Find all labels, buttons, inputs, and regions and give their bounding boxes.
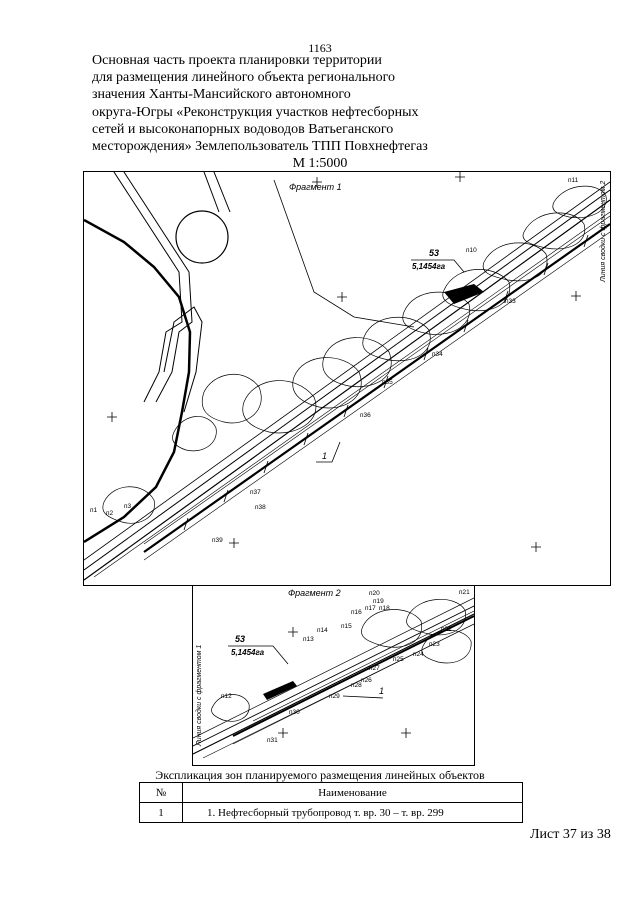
map-fragment-1: Фрагмент 1 53 5,1454га 1 Линия сводки с …	[83, 171, 611, 586]
point-label: п18	[379, 605, 390, 612]
zone-number: 53	[429, 248, 439, 258]
point-label: п25	[393, 656, 404, 663]
point-label: п29	[329, 693, 340, 700]
zone-leader-label: 1	[322, 451, 327, 461]
point-label: п21	[459, 589, 470, 596]
zone-leader-label: 1	[379, 686, 384, 696]
point-label: п20	[369, 590, 380, 597]
pipeline-route	[232, 615, 474, 737]
point-label: п10	[466, 247, 477, 254]
fragment-1-title: Фрагмент 1	[289, 182, 342, 192]
point-label: п38	[255, 504, 266, 511]
zone-number: 53	[235, 634, 245, 644]
point-label: п3	[124, 503, 132, 510]
point-label: п27	[369, 665, 380, 672]
point-label: п22	[441, 626, 452, 633]
point-label: п19	[373, 598, 384, 605]
title-line: значения Ханты-Мансийского автономного	[92, 87, 351, 103]
table-header-row: № Наименование	[139, 782, 523, 803]
column-header: №	[139, 782, 183, 803]
point-label: п11	[568, 177, 579, 184]
point-label: п37	[250, 489, 261, 496]
row-number: 1	[139, 802, 183, 823]
point-label: п28	[351, 682, 362, 689]
point-label: п12	[221, 693, 232, 700]
point-label: п30	[289, 709, 300, 716]
page-number: 1163	[308, 41, 332, 55]
explication-table: № Наименование 1 1. Нефтесборный трубопр…	[139, 782, 523, 823]
document-title: Основная часть проекта планировки террит…	[92, 52, 472, 155]
fragment-2-side-note: Линия сводки с фрагментом 1	[195, 645, 203, 747]
point-label: п15	[341, 623, 352, 630]
title-line: Основная часть проекта планировки террит…	[92, 53, 382, 68]
zone-area: 5,1454га	[412, 262, 446, 271]
explication-title: Экспликация зон планируемого размещения …	[155, 768, 485, 782]
point-label: п34	[432, 351, 443, 358]
map-scale: М 1:5000	[292, 156, 348, 171]
point-label: п23	[429, 641, 440, 648]
table-row: 1 1. Нефтесборный трубопровод т. вр. 30 …	[139, 802, 523, 823]
point-label: п36	[360, 412, 371, 419]
point-label: п16	[351, 609, 362, 616]
point-label: п24	[413, 651, 424, 658]
title-line: округа-Югры «Реконструкция участков нефт…	[92, 104, 419, 120]
point-label: п31	[267, 737, 278, 744]
map-fragment-2: Фрагмент 2 53 5,1454га 1 Линия сводки с …	[192, 585, 475, 766]
sheet-number: Лист 37 из 38	[530, 827, 611, 842]
title-line: сетей и высоконапорных водоводов Ватьега…	[92, 121, 394, 137]
point-label: п14	[317, 627, 328, 634]
point-label: п2	[106, 510, 114, 517]
circle-feature	[175, 210, 229, 264]
point-label: п1	[90, 507, 98, 514]
title-line: месторождения» Землепользователь ТПП Пов…	[92, 139, 428, 155]
pipeline-route	[143, 223, 610, 553]
fragment-2-title: Фрагмент 2	[288, 588, 341, 598]
zone-area: 5,1454га	[231, 648, 265, 657]
map-fragment-2-drawing: Фрагмент 2 53 5,1454га 1 Линия сводки с …	[193, 588, 474, 759]
row-name: 1. Нефтесборный трубопровод т. вр. 30 – …	[182, 802, 523, 823]
column-header: Наименование	[182, 782, 523, 803]
point-label: п26	[361, 677, 372, 684]
point-label: п13	[303, 636, 314, 643]
point-label: п39	[212, 537, 223, 544]
point-label: п17	[365, 605, 376, 612]
point-label: п33	[505, 298, 516, 305]
map-fragment-1-drawing: Фрагмент 1 53 5,1454га 1 Линия сводки с …	[84, 172, 610, 581]
territory-boundary	[84, 218, 192, 544]
point-label: п35	[382, 379, 393, 386]
fragment-1-side-note: Линия сводки с фрагментом 2	[599, 181, 607, 283]
title-line: для размещения линейного объекта региона…	[92, 70, 396, 86]
